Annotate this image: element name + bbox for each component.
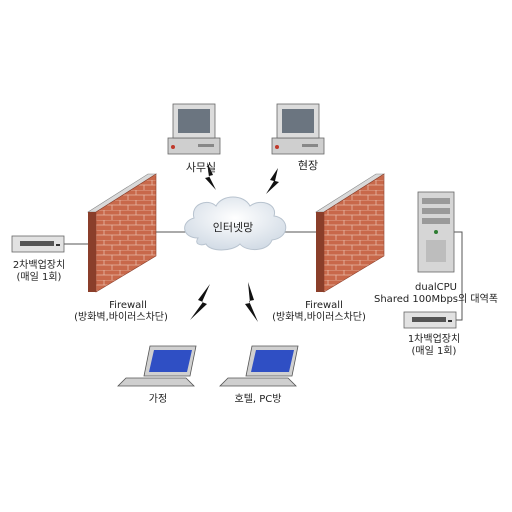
backup-1-title: 1차백업장치	[407, 334, 461, 345]
backup-2-schedule: (매일 1회)	[16, 272, 62, 283]
site-label: 현장	[297, 159, 319, 172]
line-server-to-backup1	[452, 231, 463, 321]
backup-device-2-icon	[11, 235, 65, 253]
firewall-right-icon	[314, 173, 386, 293]
internet-cloud	[184, 196, 287, 251]
server-icon	[417, 191, 455, 273]
lightning-home	[190, 284, 210, 320]
lightning-site	[266, 168, 279, 194]
firewall-left-title: Firewall	[109, 300, 147, 311]
firewall-left-icon	[86, 173, 158, 293]
wireless-links	[190, 162, 279, 322]
office-label: 사무실	[185, 161, 217, 174]
firewall-left-desc: (방화벽,바이러스차단)	[74, 312, 168, 323]
firewall-right-desc: (방화벽,바이러스차단)	[272, 312, 366, 323]
home-laptop-icon	[117, 345, 197, 387]
hotel-laptop-icon	[219, 345, 299, 387]
backup-2-title: 2차백업장치	[12, 260, 66, 271]
firewall-right-title: Firewall	[305, 300, 343, 311]
site-computer-icon	[271, 103, 325, 155]
home-label: 가정	[148, 394, 168, 405]
server-bandwidth-label: Shared 100Mbps의 대역폭	[374, 294, 498, 305]
office-computer-icon	[167, 103, 221, 155]
internet-label: 인터넷망	[212, 221, 254, 234]
backup-1-schedule: (매일 1회)	[411, 346, 457, 357]
backup-device-1-icon	[403, 311, 457, 329]
server-cpu-label: dualCPU	[415, 282, 457, 293]
hotel-label: 호텔, PC방	[234, 394, 282, 405]
